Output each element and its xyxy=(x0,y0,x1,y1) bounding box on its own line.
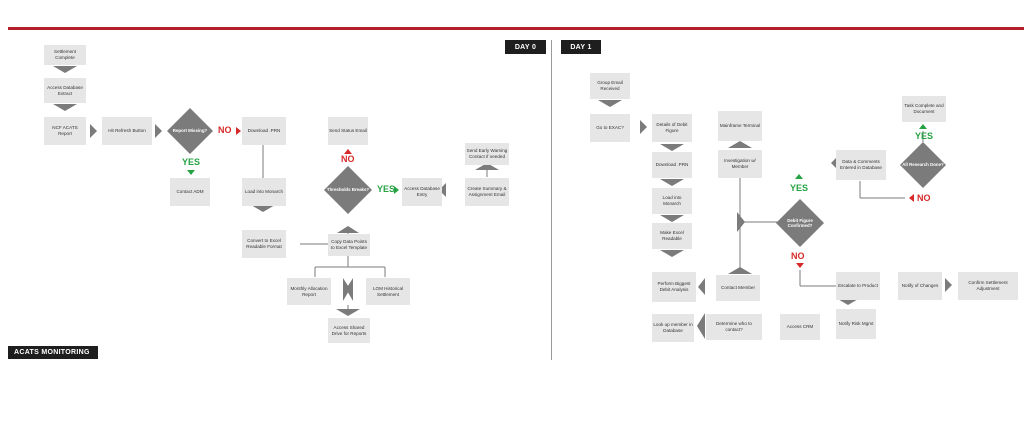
node-data-comments-entered: Data & Comments Entered in Database xyxy=(836,150,886,180)
decision-thresholds-breaks: Thresholds Breaks? xyxy=(324,166,372,214)
node-access-database-extract: Access Database Extract xyxy=(44,78,86,103)
tag-acats-monitoring: ACATS MONITORING xyxy=(8,346,98,359)
node-details-debit-figure: Details of Debit Figure xyxy=(652,114,692,142)
node-make-excel-readable: Make Excel Readable xyxy=(652,223,692,249)
node-perform-biggest-debit: Perform Biggest Debit Analysis xyxy=(652,272,696,302)
node-access-crm: Access CRM xyxy=(780,314,820,340)
node-download-prn: Download .PRN xyxy=(242,117,286,145)
day-divider xyxy=(551,40,552,360)
node-send-early-warning: Send Early Warning Contact if needed xyxy=(465,143,509,165)
label-yes-thresholds: YES xyxy=(377,184,396,194)
decision-report-missing: Report Missing? xyxy=(167,108,213,154)
decision-debit-confirmed: Debit Figure Confirmed? xyxy=(776,199,824,247)
node-lom-historical: LOM Historical Settlement xyxy=(366,278,410,305)
decision-all-research-label: All Research Done? xyxy=(902,162,944,168)
decision-thresholds-label: Thresholds Breaks? xyxy=(326,187,370,193)
decision-all-research-done: All Research Done? xyxy=(900,142,946,188)
node-task-complete: Task Complete and Document xyxy=(902,96,946,122)
node-group-email-received: Group Email Received xyxy=(590,73,630,99)
node-escalate-to-product: Escalate to Product xyxy=(836,272,880,300)
node-settlement-complete: Settlement Complete xyxy=(44,45,86,65)
node-ncf-acats-report: NCF ACATS Report xyxy=(44,117,86,145)
label-no-all-research: NO xyxy=(917,193,931,203)
node-monthly-allocation: Monthly Allocation Report xyxy=(287,278,331,305)
tag-day1: DAY 1 xyxy=(561,40,601,54)
node-determine-contact: Determine who to contact? xyxy=(706,314,762,340)
decision-debit-confirmed-label: Debit Figure Confirmed? xyxy=(787,217,813,229)
node-confirm-settlement-adjustment: Confirm Settlement Adjustment xyxy=(958,272,1018,300)
node-copy-data-points: Copy Data Points to Excel Template xyxy=(328,234,370,256)
label-yes-all-research: YES xyxy=(915,131,934,141)
node-access-shared-drive: Access Shared Drive for Reports xyxy=(328,318,370,343)
node-contact-member: Contact Member xyxy=(716,275,760,301)
node-notify-of-changes: Notify of Changes xyxy=(898,272,942,300)
decision-report-missing-label: Report Missing? xyxy=(172,128,208,134)
node-download-prn-day1: Download .PRN xyxy=(652,152,692,178)
node-convert-excel: Convert to Excel Readable Format xyxy=(242,230,286,258)
node-load-into-monarch: Load into Monarch xyxy=(242,178,286,206)
node-create-summary: Create Summary & Assignment Email xyxy=(465,178,509,206)
label-no-report-missing: NO xyxy=(218,125,232,135)
node-go-to-exac: Go to EXAC? xyxy=(590,114,630,142)
tag-day0: DAY 0 xyxy=(505,40,546,54)
label-yes-debit-confirmed: YES xyxy=(790,183,809,193)
label-no-debit-confirmed: NO xyxy=(791,251,805,261)
label-yes-report-missing: YES xyxy=(182,157,201,167)
node-send-status-email: Send Status Email xyxy=(328,117,368,145)
node-access-database-entry: Access Database Entry xyxy=(402,178,442,206)
node-contact-adm: Contact ADM xyxy=(170,178,210,206)
node-investigation-member: Investigation w/ Member xyxy=(718,150,762,178)
label-no-thresholds: NO xyxy=(341,154,355,164)
node-notify-risk-mgmt: Notify Risk Mgmt xyxy=(836,309,876,339)
node-hit-refresh-button: Hit Refresh Button xyxy=(102,117,152,145)
node-lookup-member: Look up member in Database xyxy=(652,314,694,342)
header-rule xyxy=(8,27,1024,30)
node-mainframe-terminal: Mainframe Terminal xyxy=(718,111,762,141)
node-load-monarch-day1: Load into Monarch xyxy=(652,188,692,214)
